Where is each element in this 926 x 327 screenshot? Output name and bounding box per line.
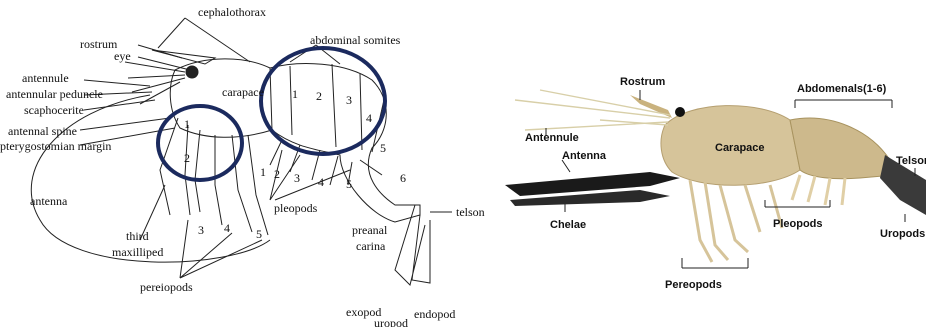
label-pleopods: pleopods <box>274 201 318 215</box>
label-uropods-right: Uropods <box>880 228 925 240</box>
pleopod-number: 1 <box>260 165 266 179</box>
pereiopod-number: 2 <box>184 151 190 165</box>
pleopod-legs <box>270 140 352 185</box>
label-abdominal-somites: abdominal somites <box>310 33 401 47</box>
label-antennular-peduncle: antennular peduncle <box>6 87 103 101</box>
label-antenna-right: Antenna <box>562 150 607 162</box>
somite-number: 4 <box>366 111 372 125</box>
label-eye: eye <box>114 49 131 63</box>
label-pereiopods: pereiopods <box>140 280 193 294</box>
label-uropod: uropod <box>374 316 408 327</box>
antennule-whiskers <box>515 90 670 130</box>
label-chelae-right: Chelae <box>550 219 586 231</box>
pereiopod-number: 3 <box>198 223 204 237</box>
label-carapace: carapace <box>222 85 264 99</box>
somite-number: 6 <box>400 171 406 185</box>
label-pterygostomian-margin: pterygostomian margin <box>0 139 111 153</box>
somite-number: 1 <box>292 87 298 101</box>
pleopod-legs-body <box>792 175 845 205</box>
label-carapace-right: Carapace <box>715 142 765 154</box>
label-antenna: antenna <box>30 194 68 208</box>
label-antennule: antennule <box>22 71 69 85</box>
somite-number: 5 <box>380 141 386 155</box>
label-maxilliped: maxilliped <box>112 245 163 259</box>
label-pereopods-right: Pereopods <box>665 279 722 291</box>
pleopod-number: 2 <box>274 167 280 181</box>
pleopod-number: 5 <box>346 177 352 191</box>
antennule-lines <box>125 62 185 104</box>
pereiopod-number: 4 <box>224 221 230 235</box>
label-telson-right: Telson <box>896 155 926 167</box>
label-antennule-right: Antennule <box>525 132 579 144</box>
label-rostrum: rostrum <box>80 37 118 51</box>
label-abdomenals: Abdomenals(1-6) <box>797 83 887 95</box>
label-antennal-spine: antennal spine <box>8 124 77 138</box>
abdomen-body <box>790 118 895 179</box>
eye-shape <box>186 66 198 78</box>
pereiopod-number: 1 <box>184 117 190 131</box>
somite-number: 2 <box>316 89 322 103</box>
chelae-shape <box>505 172 680 196</box>
eye-body <box>675 107 685 117</box>
pereiopod-highlight-circle <box>158 106 242 180</box>
label-cephalothorax: cephalothorax <box>198 5 266 19</box>
label-rostrum-right: Rostrum <box>620 76 665 88</box>
pereiopod-number: 5 <box>256 227 262 241</box>
label-endopod: endopod <box>414 307 455 321</box>
label-carina: carina <box>356 239 386 253</box>
label-pleopods-right: Pleopods <box>773 218 823 230</box>
label-third: third <box>126 229 149 243</box>
right-photo <box>505 90 926 268</box>
label-scaphocerite: scaphocerite <box>24 103 84 117</box>
pleopod-number: 4 <box>318 175 324 189</box>
pereopod-legs-body <box>690 180 782 262</box>
label-preanal: preanal <box>352 223 388 237</box>
somite-number: 3 <box>346 93 352 107</box>
pleopod-number: 3 <box>294 171 300 185</box>
label-telson: telson <box>456 205 485 219</box>
